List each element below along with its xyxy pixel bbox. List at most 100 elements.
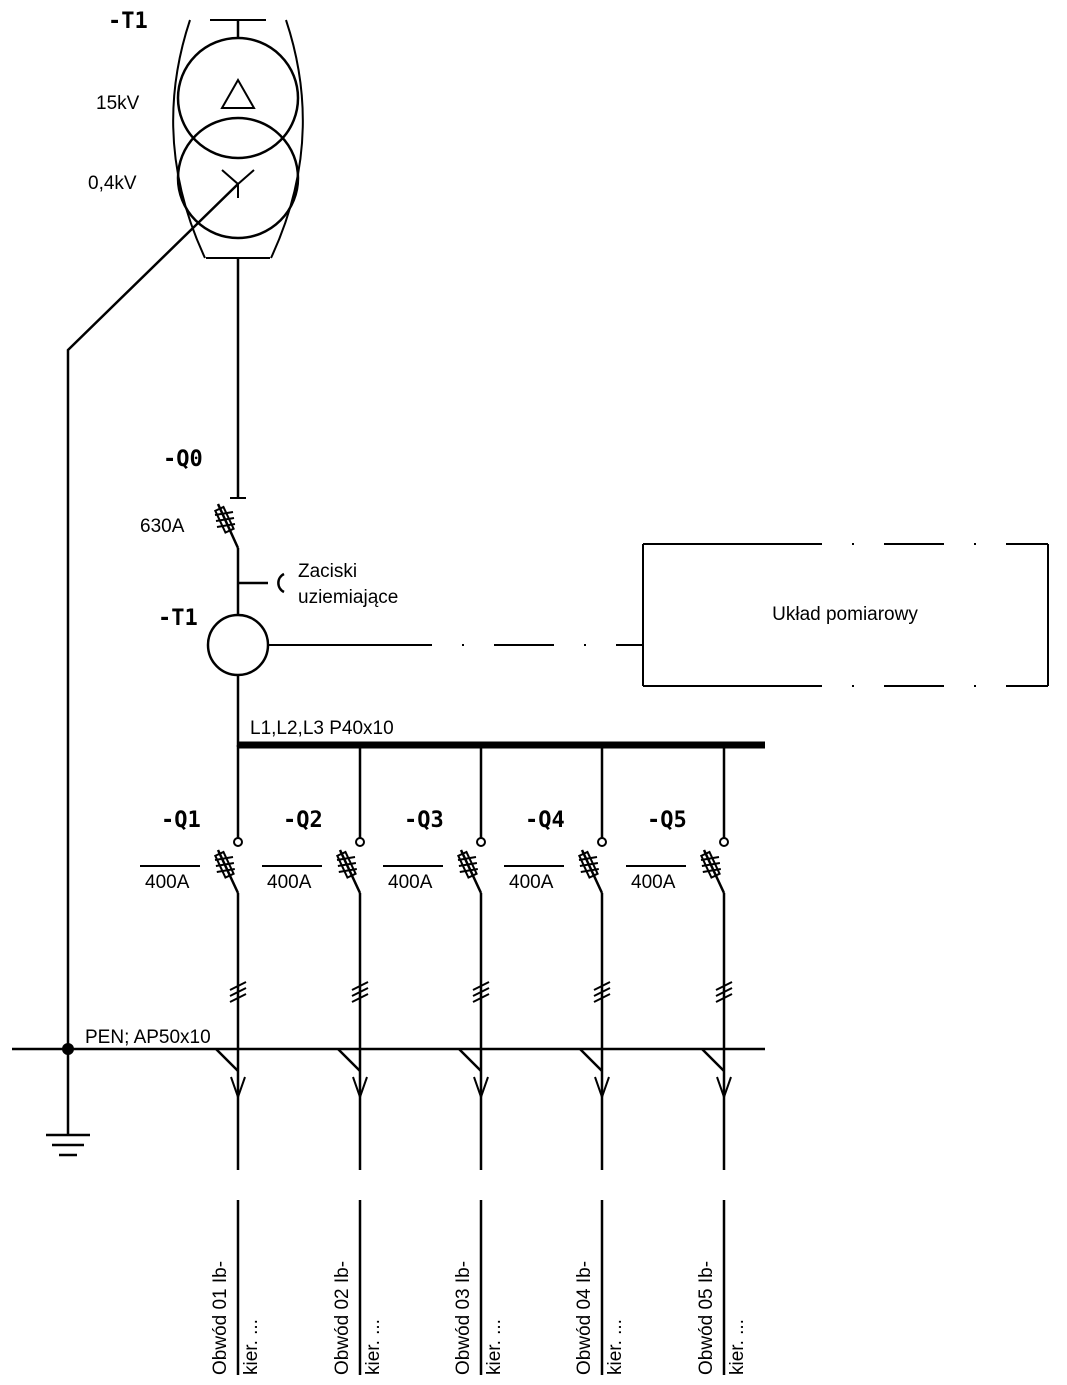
phase-tick-icon	[715, 987, 733, 997]
feeder-pen-tap	[701, 1048, 725, 1072]
phase-tick-icon	[229, 981, 247, 991]
main-switch: -Q0 630A	[140, 447, 246, 615]
feeder-rating: 400A	[267, 872, 312, 893]
feeder-fuse-mark	[701, 862, 721, 867]
feeder-3: -Q3 400A Obwód 03 Ib-kier. ...	[383, 745, 505, 1375]
fuse-mark	[215, 517, 235, 522]
feeder-fuse-mark	[216, 868, 235, 873]
phase-tick-icon	[472, 993, 490, 1003]
phase-tick-icon	[351, 981, 369, 991]
feeder-contact-icon	[719, 837, 729, 847]
feeder-label: -Q2	[283, 808, 323, 833]
phase-tick-icon	[229, 987, 247, 997]
feeder-1: -Q1 400A Obwód 01 Ib-kier. ...	[140, 745, 262, 1375]
feeder-rating: 400A	[145, 872, 190, 893]
phase-tick-icon	[593, 987, 611, 997]
feeder-circuit-label: Obwód 05 Ib-	[696, 1261, 717, 1375]
feeder-switch-blade	[702, 849, 726, 894]
lv-voltage-label: 0,4kV	[88, 173, 137, 194]
feeder-contact-icon	[355, 837, 365, 847]
feeder-contact-icon	[476, 837, 486, 847]
feeder-circuit-label: Obwód 03 Ib-	[453, 1261, 474, 1375]
phase-tick-icon	[472, 981, 490, 991]
feeder-direction-label: kier. ...	[241, 1319, 262, 1375]
feeder-direction-label: kier. ...	[727, 1319, 748, 1375]
phase-tick-icon	[593, 993, 611, 1003]
feeder-arrow-icon	[716, 1076, 732, 1101]
feeder-fuse-mark	[337, 862, 357, 867]
feeder-switch-blade	[459, 849, 483, 894]
feeder-circuit-label: Obwód 04 Ib-	[574, 1261, 595, 1375]
feeder-fuse-mark	[458, 862, 478, 867]
hv-winding-circle	[176, 36, 300, 160]
feeder-fuse-mark	[214, 856, 234, 861]
feeder-arrow-icon	[352, 1076, 368, 1101]
feeder-fuse-mark	[702, 868, 721, 873]
feeder-direction-label: kier. ...	[484, 1319, 505, 1375]
neutral-conductor	[66, 183, 239, 1135]
feeder-switch-blade	[338, 849, 362, 894]
feeder-circuit-label: Obwód 01 Ib-	[210, 1261, 231, 1375]
feeder-label: -Q3	[404, 808, 444, 833]
feeder-switch-blade	[580, 849, 604, 894]
fuse-mark	[214, 511, 234, 516]
feeder-fuse-mark	[336, 856, 356, 861]
feeder-5: -Q5 400A Obwód 05 Ib-kier. ...	[626, 745, 748, 1375]
phase-tick-icon	[472, 987, 490, 997]
main-switch-label: -Q0	[163, 447, 203, 472]
feeder-contact-icon	[597, 837, 607, 847]
delta-icon	[220, 77, 256, 109]
transformer-label: -T1	[108, 9, 148, 34]
phase-tick-icon	[715, 981, 733, 991]
feeder-rating: 400A	[388, 872, 433, 893]
feeder-rating: 400A	[631, 872, 676, 893]
feeder-fuse-mark	[459, 868, 478, 873]
feeder-circuit-label: Obwód 02 Ib-	[332, 1261, 353, 1375]
feeder-arrow-icon	[594, 1076, 610, 1101]
phase-tick-icon	[351, 993, 369, 1003]
pen-bus-label: PEN; AP50x10	[85, 1027, 211, 1048]
earthing-terminals: Zaciski uziemiające	[238, 561, 398, 608]
feeder-pen-tap	[215, 1048, 239, 1072]
current-transformer-circle	[206, 613, 270, 677]
earthing-clamp-icon	[277, 572, 285, 594]
feeder-pen-tap	[579, 1048, 603, 1072]
feeder-contact-icon	[233, 837, 243, 847]
feeder-fuse-mark	[700, 856, 720, 861]
feeder-label: -Q4	[525, 808, 565, 833]
feeder-fuse-mark	[579, 862, 599, 867]
busbar-label: L1,L2,L3 P40x10	[250, 718, 394, 739]
feeder-fuse-mark	[457, 856, 477, 861]
feeder-2: -Q2 400A Obwód 02 Ib-kier. ...	[262, 745, 384, 1375]
current-transformer: -T1	[158, 606, 643, 747]
phase-tick-icon	[351, 987, 369, 997]
measurement-label: Układ pomiarowy	[772, 604, 918, 625]
earth-icon	[46, 1133, 90, 1157]
feeder-fuse-mark	[215, 862, 235, 867]
phase-tick-icon	[715, 993, 733, 1003]
feeder-fuse-mark	[578, 856, 598, 861]
feeder-fuse-mark	[338, 868, 357, 873]
busbars: L1,L2,L3 P40x10 PEN; AP50x10	[12, 718, 765, 1055]
feeder-fuse-mark	[580, 868, 599, 873]
fuse-icon	[213, 505, 235, 534]
feeder-pen-tap	[337, 1048, 361, 1072]
transformer-enclosure-right	[270, 19, 304, 259]
feeder-rating: 400A	[509, 872, 554, 893]
feeder-switch-blade	[216, 849, 240, 894]
feeders: -Q1 400A Obwód 01 Ib-kier. ... -Q2 400A Obwód…	[140, 745, 748, 1375]
earthing-label-line1: Zaciski	[298, 561, 357, 582]
pen-junction-dot	[62, 1043, 74, 1055]
transformer: -T1 15kV 0,4kV	[66, 9, 304, 1135]
feeder-direction-label: kier. ...	[363, 1319, 384, 1375]
earthing-label-line2: uziemiające	[298, 587, 398, 608]
measurement-box: Układ pomiarowy	[642, 543, 1049, 687]
feeder-4: -Q4 400A Obwód 04 Ib-kier. ...	[504, 745, 626, 1375]
feeder-direction-label: kier. ...	[605, 1319, 626, 1375]
phase-tick-icon	[593, 981, 611, 991]
feeder-arrow-icon	[473, 1076, 489, 1101]
feeder-label: -Q1	[161, 808, 201, 833]
feeder-label: -Q5	[647, 808, 687, 833]
main-switch-rating: 630A	[140, 516, 185, 537]
